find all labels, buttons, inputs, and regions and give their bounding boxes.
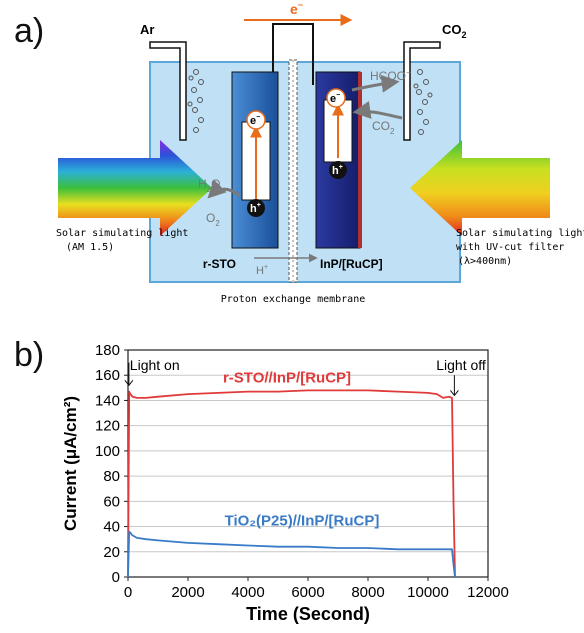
inp-rucp-label: InP/[RuCP] [320, 257, 383, 271]
inp-hole: h+ [329, 161, 347, 179]
chart-labels: Time (Second) Current (μA/cm²) r-STO//InP/… [61, 357, 486, 624]
y-tick-label: 180 [95, 342, 120, 359]
series-label-r-sto: r-STO//InP/[RuCP] [223, 370, 351, 387]
x-axis-title: Time (Second) [246, 604, 370, 624]
rucp-layer [358, 72, 362, 248]
svg-text:h+: h+ [250, 202, 261, 215]
water-label: H2O [198, 177, 220, 194]
electrolyte-tank [149, 61, 461, 283]
formate-label: HCOO− [370, 68, 411, 83]
y-tick-label: 120 [95, 418, 120, 435]
left-light-label-2: (AM 1.5) [66, 242, 114, 253]
ar-label: Ar [140, 22, 154, 37]
left-light-label-1: Solar simulating light [56, 228, 188, 239]
current-vs-time-chart: 0 20 40 60 80 100 120 140 160 180 0 2000 4000 6000 800… [61, 342, 509, 624]
x-tick-label: 0 [124, 584, 132, 601]
r-sto-electron: e− [246, 110, 266, 130]
y-axis-title: Current (μA/cm²) [61, 396, 80, 531]
co2-inlet-tube [403, 41, 441, 141]
chart-axes: 0 20 40 60 80 100 120 140 160 180 0 2000 4000 6000 800… [95, 342, 509, 601]
chart-series [127, 389, 456, 578]
inp-electron: e− [326, 88, 346, 108]
co2-bubbles [413, 69, 433, 135]
y-tick-label: 140 [95, 392, 120, 409]
ar-inlet-tube [149, 41, 187, 141]
right-light-label-1: Solar simulating light [456, 228, 584, 239]
y-tick-label: 160 [95, 367, 120, 384]
x-tick-label: 2000 [171, 584, 204, 601]
proton-label: H+ [256, 264, 268, 277]
y-tick-label: 20 [103, 544, 120, 561]
svg-text:e−: e− [330, 92, 340, 105]
light-on-annotation: Light on [130, 357, 180, 373]
membrane-label: Proton exchange membrane [221, 294, 366, 305]
electron-label: e− [290, 0, 303, 17]
left-light-arrow [58, 140, 212, 236]
svg-text:e−: e− [250, 114, 260, 127]
y-tick-label: 0 [112, 569, 120, 586]
x-tick-label: 10000 [407, 584, 449, 601]
x-tick-label: 6000 [291, 584, 324, 601]
series-label-tio2: TiO₂(P25)//InP/[RuCP] [225, 512, 380, 529]
series-line-r-sto [127, 389, 456, 578]
co2-gas-label: CO2 [442, 22, 467, 40]
r-sto-label: r-STO [203, 257, 236, 271]
external-wire [272, 23, 314, 85]
series-line-tio2 [127, 530, 456, 578]
y-tick-label: 100 [95, 443, 120, 460]
ar-bubbles [187, 69, 204, 133]
panel-a-letter: a) [14, 12, 45, 50]
light-off-arrowhead [450, 390, 459, 397]
light-off-annotation: Light off [436, 357, 486, 373]
x-tick-label: 4000 [231, 584, 264, 601]
y-tick-label: 80 [103, 468, 120, 485]
co2-reactant-label: CO2 [372, 119, 395, 136]
x-tick-label: 8000 [351, 584, 384, 601]
panel-b-letter: b) [14, 336, 45, 374]
y-tick-label: 60 [103, 493, 120, 510]
y-tick-label: 40 [103, 519, 120, 536]
chart-gridlines [128, 374, 488, 553]
x-tick-label: 12000 [467, 584, 509, 601]
photoelectrochemical-cell-diagram: e− Ar CO2 e− h+ e− [56, 0, 584, 305]
oxygen-label: O2 [206, 211, 220, 228]
light-on-arrowhead [124, 379, 134, 387]
svg-text:h+: h+ [332, 164, 343, 177]
right-light-label-3: (λ>400nm) [458, 256, 512, 267]
right-light-arrow [410, 140, 550, 236]
right-light-label-2: with UV-cut filter [456, 242, 564, 253]
r-sto-hole: h+ [247, 199, 265, 217]
